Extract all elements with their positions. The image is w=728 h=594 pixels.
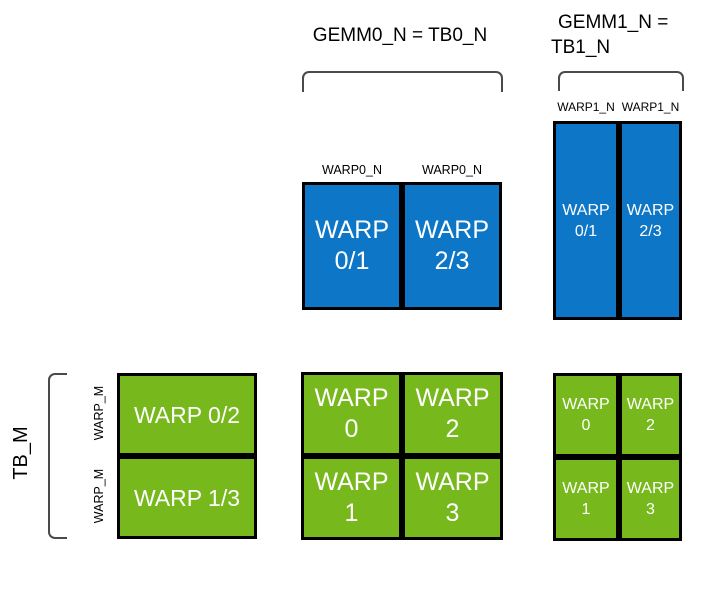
warp-text-line1: WARP (562, 480, 610, 497)
tb-m-warp-tile-0-2: WARP 0/2 (117, 373, 257, 456)
warp-text: WARP 1/3 (133, 484, 241, 511)
gemm1-col-label-1: WARP1_N (621, 100, 680, 114)
gemm1-warp-tile-2-3: WARP 2/3 (619, 121, 682, 320)
warp-text-line2: 0/1 (574, 222, 598, 240)
warp-text-line1: WARP (414, 216, 490, 244)
warp-text-line2: 2 (646, 417, 655, 434)
gemm1-warp-grid: WARP 0 WARP 2 WARP 1 WARP 3 (553, 373, 682, 541)
warp-text-line1: WARP (314, 384, 389, 412)
warp-text: WARP 0/2 (133, 401, 241, 428)
gemm1-title: GEMM1_N = TB1_N (551, 10, 711, 60)
gemm0-grid-warp-0: WARP 0 (301, 372, 402, 456)
warp-text-line1: WARP (626, 480, 675, 497)
gemm0-warp-tile-0-1: WARP 0/1 (302, 182, 402, 310)
warp-cell-label: WARP 3 (415, 467, 489, 529)
gemm1-grid-warp-0: WARP 0 (553, 373, 619, 457)
warp-cell-label: WARP 1 (314, 467, 388, 529)
gemm1-grid-warp-1: WARP 1 (553, 457, 619, 541)
warp-text-line2: 2/3 (434, 247, 470, 275)
gemm0-grid-warp-2: WARP 2 (402, 372, 503, 456)
warp-text-line2: 1 (581, 501, 591, 518)
gemm0-col-label-0: WARP0_N (322, 163, 382, 177)
warp-text-line2: 2/3 (639, 222, 662, 240)
warp-text-line2: 3 (646, 501, 655, 518)
warp-m-row-label-1: WARP_M (92, 468, 106, 524)
warp-text-line2: 1 (344, 499, 359, 527)
tb-m-label: TB_M (10, 426, 32, 480)
gemm1-warp-tile-0-1: WARP 0/1 (553, 121, 619, 320)
gemm1-grid-warp-3: WARP 3 (619, 457, 682, 541)
gemm1-grid-warp-2: WARP 2 (619, 373, 682, 457)
tb-m-warp-tile-1-3: WARP 1/3 (117, 456, 257, 539)
warp-m-row-label-0: WARP_M (92, 385, 106, 441)
warp-cell-label: WARP 1 (562, 478, 609, 520)
warp-text-line1: WARP (415, 384, 490, 412)
warp-text-line2: 0 (344, 415, 359, 443)
gemm0-warp-tiles: WARP 0/1 WARP 2/3 (302, 182, 502, 310)
gemm1-title-line2: TB1_N (551, 37, 611, 58)
warp-text-line1: WARP (314, 468, 389, 496)
warp-text-line1: WARP (415, 468, 490, 496)
warp-cell-label: WARP 2 (415, 383, 489, 445)
warp-text-line2: 0/1 (334, 247, 370, 275)
warp-text-line2: 2 (445, 415, 460, 443)
warp-text-line1: WARP (626, 201, 675, 219)
gemm1-title-line1: GEMM1_N = (558, 12, 669, 33)
gemm0-col-label-1: WARP0_N (422, 163, 482, 177)
warp-cell-label: WARP 0 (562, 394, 609, 436)
gemm0-warp-tile-2-3-label: WARP 2/3 (415, 215, 489, 277)
warp-text-line1: WARP (562, 201, 610, 219)
gemm1-bracket (558, 71, 684, 91)
gemm0-warp-tile-0-1-label: WARP 0/1 (315, 215, 389, 277)
gemm1-warp-tile-2-3-label: WARP 2/3 (627, 200, 674, 242)
warp-text-line1: WARP (562, 396, 610, 413)
gemm1-col-label-0: WARP1_N (557, 100, 615, 114)
warp-cell-label: WARP 2 (627, 394, 674, 436)
gemm0-grid-warp-1: WARP 1 (301, 456, 402, 540)
warp-text-line2: 3 (445, 499, 460, 527)
gemm0-warp-grid: WARP 0 WARP 2 WARP 1 WARP 3 (301, 372, 503, 540)
gemm0-bracket (302, 71, 503, 92)
tb-m-warp-tiles: WARP 0/2 WARP 1/3 (117, 373, 257, 539)
gemm1-warp-tiles: WARP 0/1 WARP 2/3 (553, 121, 682, 320)
warp-cell-label: WARP 0 (314, 383, 388, 445)
gemm0-title: GEMM0_N = TB0_N (312, 25, 488, 46)
tb-m-bracket (48, 373, 67, 539)
gemm1-warp-tile-0-1-label: WARP 0/1 (562, 200, 609, 242)
warp-text-line1: WARP (314, 216, 390, 244)
gemm0-warp-tile-2-3: WARP 2/3 (402, 182, 502, 310)
warp-text-line1: WARP (626, 396, 675, 413)
warp-text-line2: 0 (581, 417, 591, 434)
warp-cell-label: WARP 3 (627, 478, 674, 520)
gemm0-grid-warp-3: WARP 3 (402, 456, 503, 540)
